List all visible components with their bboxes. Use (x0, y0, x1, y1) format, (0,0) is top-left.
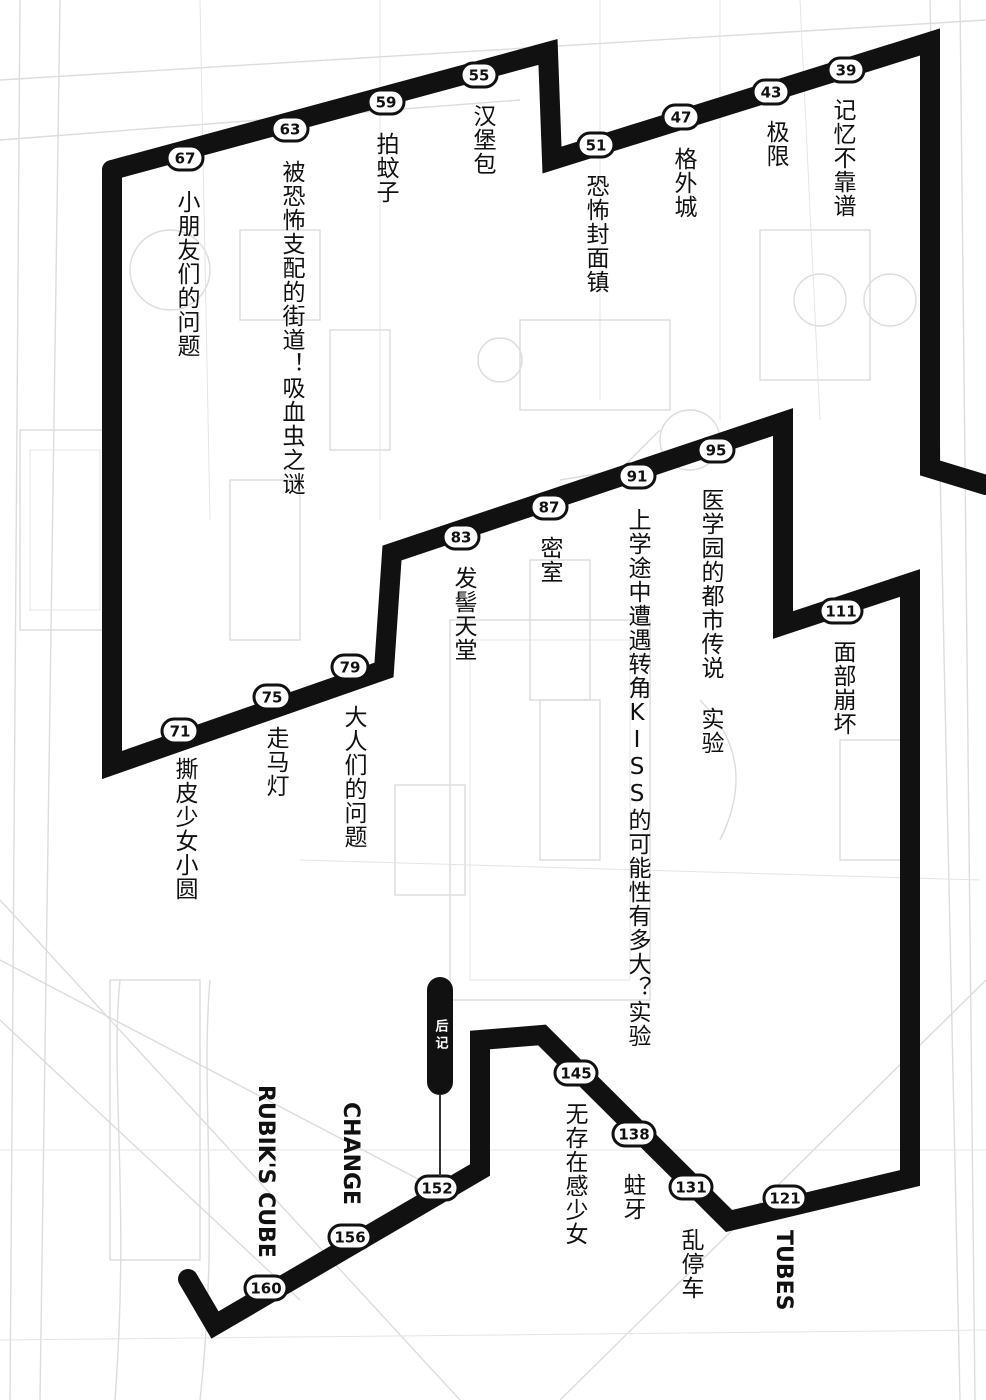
station-pill (459, 61, 499, 89)
station-marker-95[interactable]: 95 (696, 436, 736, 464)
station-title-63[interactable]: 被恐怖支配的街道！吸血虫之谜 (278, 160, 304, 496)
station-number: 79 (340, 659, 361, 677)
station-marker-121[interactable]: 121 (762, 1184, 808, 1212)
station-marker-145[interactable]: 145 (553, 1059, 599, 1087)
station-pill (330, 653, 370, 681)
station-number: 47 (671, 109, 692, 127)
station-marker-111[interactable]: 111 (818, 597, 864, 625)
station-title-47[interactable]: 格外城 (670, 147, 696, 219)
station-number: 152 (421, 1180, 452, 1198)
station-marker-152[interactable]: 152 (414, 1174, 460, 1202)
station-marker-59[interactable]: 59 (366, 88, 406, 116)
station-title-55[interactable]: 汉堡包 (469, 104, 495, 176)
station-marker-160[interactable]: 160 (243, 1274, 289, 1302)
station-marker-63[interactable]: 63 (270, 115, 310, 143)
station-marker-138[interactable]: 138 (611, 1120, 657, 1148)
station-pill (661, 103, 701, 131)
station-title-160[interactable]: RUBIK'S CUBE (253, 1085, 278, 1258)
station-title-51[interactable]: 恐怖封面镇 (582, 174, 608, 294)
station-pill (529, 493, 569, 521)
route-line-second-loop (102, 160, 920, 1339)
station-marker-51[interactable]: 51 (576, 131, 616, 159)
station-pill (366, 88, 406, 116)
station-pill (553, 1059, 599, 1087)
station-marker-47[interactable]: 47 (661, 103, 701, 131)
station-marker-87[interactable]: 87 (529, 493, 569, 521)
station-title-71[interactable]: 撕皮少女小圆 (171, 757, 197, 901)
station-marker-83[interactable]: 83 (441, 523, 481, 551)
station-number: 63 (280, 121, 301, 139)
station-title-145[interactable]: 无存在感少女 (561, 1102, 587, 1246)
station-title-111[interactable]: 面部崩坏 (829, 640, 855, 736)
station-pill (818, 597, 864, 625)
station-number: 83 (451, 529, 472, 547)
station-number: 59 (376, 94, 397, 112)
station-title-91[interactable]: 上学途中遭遇转角KISS的可能性有多大？实验 (624, 508, 650, 1048)
station-marker-43[interactable]: 43 (751, 78, 791, 106)
station-marker-156[interactable]: 156 (327, 1223, 373, 1251)
station-marker-91[interactable]: 91 (617, 462, 657, 490)
station-marker-39[interactable]: 39 (826, 56, 866, 84)
station-pill (611, 1120, 657, 1148)
station-pill (414, 1174, 460, 1202)
station-title-87[interactable]: 密室 (536, 536, 562, 584)
station-pill (165, 144, 205, 172)
station-title-67[interactable]: 小朋友们的问题 (173, 190, 199, 358)
station-title-152[interactable]: CHANGE (338, 1102, 363, 1206)
station-title-59[interactable]: 拍蚊子 (372, 132, 398, 204)
station-number: 156 (334, 1229, 365, 1247)
station-pill (826, 56, 866, 84)
afterword-badge[interactable]: 后记 (427, 977, 453, 1095)
station-pill (762, 1184, 808, 1212)
station-title-95[interactable]: 医学园的都市传说 实验 (697, 488, 723, 755)
station-number: 95 (706, 442, 727, 460)
station-marker-79[interactable]: 79 (330, 653, 370, 681)
station-marker-75[interactable]: 75 (252, 683, 292, 711)
station-marker-55[interactable]: 55 (459, 61, 499, 89)
station-pill (696, 436, 736, 464)
station-number: 131 (675, 1179, 706, 1197)
station-pill (252, 683, 292, 711)
station-pill (668, 1173, 714, 1201)
station-number: 67 (175, 150, 196, 168)
station-number: 121 (769, 1190, 800, 1208)
station-marker-67[interactable]: 67 (165, 144, 205, 172)
station-pill (751, 78, 791, 106)
station-number: 145 (560, 1065, 591, 1083)
station-title-39[interactable]: 记忆不靠谱 (829, 98, 855, 218)
afterword-connector (439, 1094, 441, 1176)
station-pill (270, 115, 310, 143)
station-number: 111 (825, 603, 856, 621)
station-pill (327, 1223, 373, 1251)
station-pill (243, 1274, 289, 1302)
station-markers: 39 43 47 51 55 59 63 67 71 75 79 83 87 91 95 111 121 131 1… (160, 56, 866, 1302)
station-title-43[interactable]: 极限 (762, 120, 788, 168)
station-marker-71[interactable]: 71 (160, 717, 200, 745)
station-title-79[interactable]: 大人们的问题 (340, 705, 366, 849)
station-title-83[interactable]: 发髻天堂 (450, 566, 476, 662)
station-number: 91 (627, 468, 648, 486)
station-number: 43 (761, 84, 782, 102)
station-marker-131[interactable]: 131 (668, 1173, 714, 1201)
station-title-121[interactable]: TUBES (771, 1230, 796, 1311)
station-pill (617, 462, 657, 490)
station-number: 160 (250, 1280, 281, 1298)
station-number: 138 (618, 1126, 649, 1144)
station-number: 55 (469, 67, 490, 85)
station-number: 51 (586, 137, 607, 155)
station-number: 75 (262, 689, 283, 707)
station-pill (441, 523, 481, 551)
station-title-138[interactable]: 蛀牙 (619, 1173, 645, 1221)
station-title-75[interactable]: 走马灯 (262, 726, 288, 798)
station-title-131[interactable]: 乱停车 (677, 1228, 703, 1300)
station-pill (576, 131, 616, 159)
station-number: 39 (836, 62, 857, 80)
station-pill (160, 717, 200, 745)
station-number: 87 (539, 499, 560, 517)
station-number: 71 (170, 723, 191, 741)
